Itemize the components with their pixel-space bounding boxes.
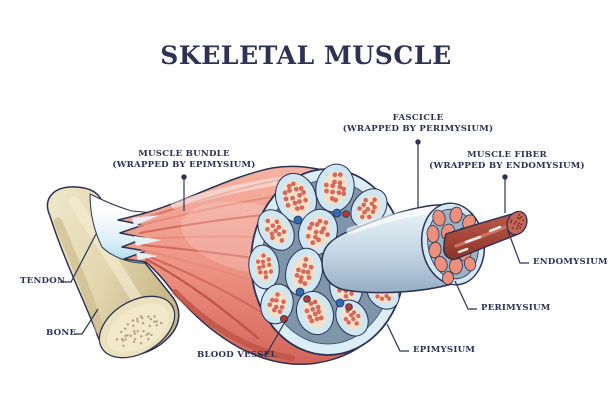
diagram-title: SKELETAL MUSCLE [160,41,452,70]
blood-vessel-target [279,314,288,323]
label-blood-vessel: BLOOD VESSEL [197,350,277,360]
leader-tendon [60,233,97,283]
leader-perimysium [454,280,477,310]
label-perimysium: PERIMYSIUM [481,303,551,313]
leader-lines [60,139,529,356]
leader-epimysium [386,323,409,352]
label-bone: BONE [46,328,77,338]
label-muscle-bundle-sub: (WRAPPED BY EPIMYSIUM) [112,160,256,170]
label-muscle-bundle-name: MUSCLE BUNDLE [138,149,230,159]
label-fascicle: FASCICLE (WRAPPED BY PERIMYSIUM) [343,113,494,135]
leader-muscle-fiber [502,174,508,213]
leader-muscle-bundle [181,174,187,211]
label-epimysium: EPIMYSIUM [413,345,476,355]
label-muscle-bundle: MUSCLE BUNDLE (WRAPPED BY EPIMYSIUM) [112,149,255,171]
bone-illustration [46,186,180,359]
blood-vessels [279,208,353,323]
label-muscle-fiber-sub: (WRAPPED BY ENDOMYSIUM) [429,161,585,171]
leader-bone [74,308,99,335]
leader-endomysium [507,230,529,264]
bone-spongy-texture [115,315,163,348]
label-tendon: TENDON [20,276,66,286]
label-muscle-fiber: MUSCLE FIBER (WRAPPED BY ENDOMYSIUM) [429,150,585,172]
label-fascicle-name: FASCICLE [392,113,444,123]
muscle-fiber-cylinder [443,210,528,261]
leader-fascicle [415,139,421,208]
leader-blood-vessel [258,319,287,356]
label-fascicle-sub: (WRAPPED BY PERIMYSIUM) [342,124,494,134]
fascicle-bundles [248,163,403,337]
label-muscle-fiber-name: MUSCLE FIBER [467,150,547,160]
fiber-tip-texture [509,213,525,230]
label-endomysium: ENDOMYSIUM [533,257,608,267]
